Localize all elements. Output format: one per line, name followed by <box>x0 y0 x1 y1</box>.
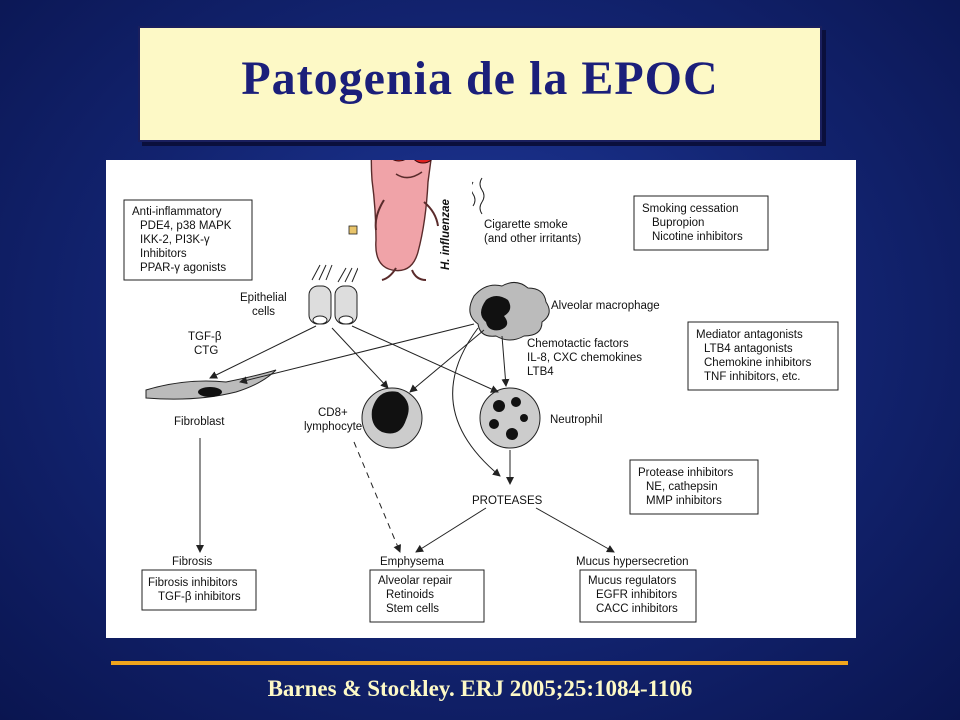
fibrosis-inhibitors-item: TGF-β inhibitors <box>158 591 241 603</box>
h-influenzae-bacterium: H. influenzae <box>358 160 472 296</box>
epithelial-label: Epithelial <box>240 292 287 304</box>
anti-inflammatory-item: PPAR-γ agonists <box>140 262 226 274</box>
mediator-antagonists-item: TNF inhibitors, etc. <box>704 371 801 383</box>
mediator-antagonists-item: Chemokine inhibitors <box>704 357 812 369</box>
arrow-epithelial-to-cd8 <box>331 327 389 389</box>
arrow-macrophage-to-fibroblast <box>239 323 475 385</box>
cd8-lymphocyte <box>361 387 423 449</box>
fibroblast-cell <box>145 369 277 400</box>
citation: Barnes & Stockley. ERJ 2005;25:1084-1106 <box>267 676 693 701</box>
anti-inflammatory-item: PDE4, p38 MAPK <box>140 220 232 232</box>
divider-rule <box>111 661 848 665</box>
cigarette-smoke-label: Cigarette smoke <box>484 219 568 231</box>
fibrosis-inhibitors-heading: Fibrosis inhibitors <box>148 577 238 589</box>
ctg-label: CTG <box>194 345 218 357</box>
cilia <box>311 264 359 283</box>
fibrosis-inhibitors-box: Fibrosis inhibitors TGF-β inhibitors <box>141 569 257 611</box>
arrow-proteases-to-emphysema <box>415 507 487 553</box>
protease-inhibitors-box: Protease inhibitors NE, cathepsin MMP in… <box>629 459 759 515</box>
fibrosis-label: Fibrosis <box>172 556 213 568</box>
anti-inflammatory-box: Anti-inflammatory PDE4, p38 MAPK IKK-2, … <box>123 199 253 281</box>
tgf-beta-label: TGF-β <box>188 331 222 343</box>
pathogenesis-diagram: Anti-inflammatory PDE4, p38 MAPK IKK-2, … <box>123 160 839 623</box>
anti-inflammatory-item: IKK-2, PI3K-γ <box>140 234 210 246</box>
square-marker <box>348 225 358 235</box>
arrow-cd8-to-emphysema <box>353 441 401 553</box>
right-eye <box>414 160 432 164</box>
mouth <box>395 171 423 179</box>
alveolar-repair-box: Alveolar repair Retinoids Stem cells <box>369 569 485 623</box>
smoking-cessation-item: Bupropion <box>652 217 704 229</box>
protease-inhibitors-heading: Protease inhibitors <box>638 467 733 479</box>
arrow-epithelial-to-fibroblast <box>209 325 317 379</box>
cd8-sublabel: lymphocyte <box>304 421 362 433</box>
arrow-macrophage-to-proteases <box>452 327 501 477</box>
mucus-regulators-box: Mucus regulators EGFR inhibitors CACC in… <box>579 569 697 623</box>
fibroblast-label: Fibroblast <box>174 416 225 428</box>
pathogenesis-figure: Anti-inflammatory PDE4, p38 MAPK IKK-2, … <box>106 160 856 638</box>
alveolar-macrophage <box>469 282 550 341</box>
h-influenzae-label: H. influenzae <box>440 198 452 270</box>
alveolar-repair-heading: Alveolar repair <box>378 575 452 587</box>
chemotactic-label: Chemotactic factors <box>527 338 629 350</box>
arrow-macrophage-to-cd8 <box>409 329 485 393</box>
cd8-label: CD8+ <box>318 407 348 419</box>
protease-inhibitors-item: MMP inhibitors <box>646 495 722 507</box>
neutrophil-label: Neutrophil <box>550 414 602 426</box>
pathway-arrows <box>196 323 615 553</box>
emphysema-label: Emphysema <box>380 556 445 568</box>
mucus-regulators-item: EGFR inhibitors <box>596 589 677 601</box>
proteases-label: PROTEASES <box>472 495 543 507</box>
slide-title: Patogenia de la EPOC <box>241 51 719 105</box>
mucus-hypersecretion-label: Mucus hypersecretion <box>576 556 689 568</box>
left-arm <box>374 199 385 231</box>
arrow-proteases-to-mucus <box>535 507 615 553</box>
epithelial-sublabel: cells <box>252 306 275 318</box>
anti-inflammatory-item: Inhibitors <box>140 248 187 260</box>
neutrophil-cell <box>479 387 541 449</box>
arrow-epithelial-to-neutrophil <box>351 325 499 393</box>
protease-inhibitors-item: NE, cathepsin <box>646 481 718 493</box>
mediator-antagonists-heading: Mediator antagonists <box>696 329 803 341</box>
smoking-cessation-heading: Smoking cessation <box>642 203 739 215</box>
chemotactic-item: LTB4 <box>527 366 554 378</box>
right-arm <box>423 201 439 227</box>
mucus-regulators-heading: Mucus regulators <box>588 575 676 587</box>
mucus-regulators-item: CACC inhibitors <box>596 603 678 615</box>
anti-inflammatory-heading: Anti-inflammatory <box>132 206 222 218</box>
alveolar-repair-item: Stem cells <box>386 603 439 615</box>
left-eye <box>392 160 406 162</box>
alveolar-repair-item: Retinoids <box>386 589 434 601</box>
chemotactic-item: IL-8, CXC chemokines <box>527 352 642 364</box>
epithelial-cells <box>308 285 358 325</box>
cigarette-smoke-sublabel: (and other irritants) <box>484 233 581 245</box>
bacterium-body <box>370 160 432 272</box>
smoking-cessation-item: Nicotine inhibitors <box>652 231 743 243</box>
mediator-antagonists-box: Mediator antagonists LTB4 antagonists Ch… <box>687 321 839 391</box>
smoking-cessation-box: Smoking cessation Bupropion Nicotine inh… <box>633 195 769 251</box>
title-box: Patogenia de la EPOC <box>138 26 822 142</box>
alveolar-macrophage-label: Alveolar macrophage <box>551 300 660 312</box>
mediator-antagonists-item: LTB4 antagonists <box>704 343 793 355</box>
arrow-macrophage-to-neutrophil <box>501 335 510 387</box>
legs <box>381 267 427 281</box>
